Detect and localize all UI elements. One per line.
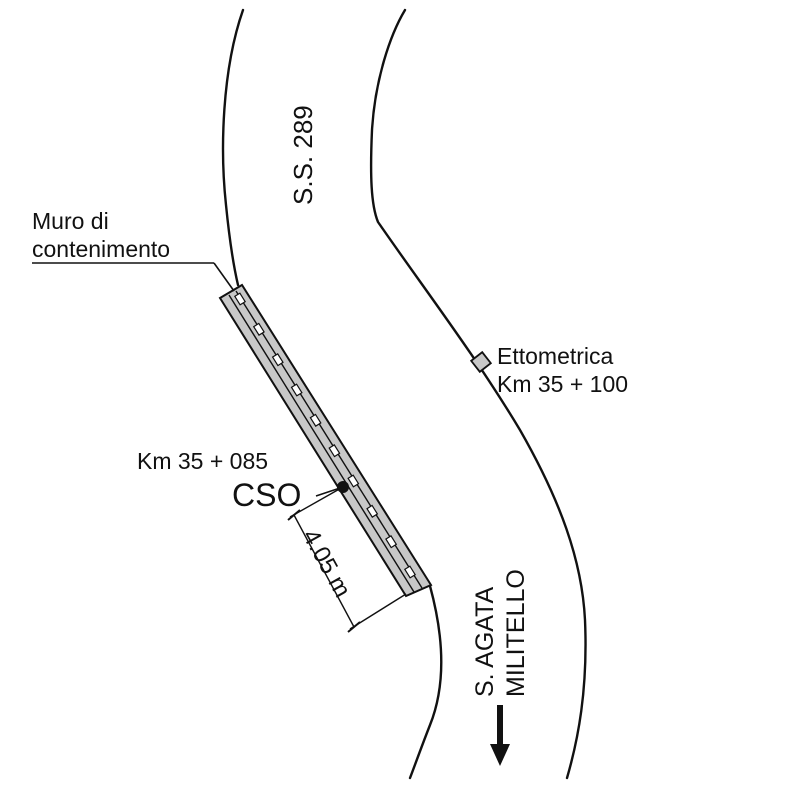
dimension-tick-bottom <box>347 621 361 633</box>
wall-post <box>403 565 417 579</box>
road-left-edge-lower <box>408 584 443 780</box>
cso-km-label: Km 35 + 085 <box>137 448 268 474</box>
wall-post <box>347 474 360 488</box>
cso-label: CSO <box>232 477 301 513</box>
dimension-tick-top <box>287 509 301 521</box>
wall-post <box>328 444 341 458</box>
wall-post <box>252 322 265 336</box>
marker-label-line1: Ettometrica <box>497 343 614 369</box>
wall-label-line2: contenimento <box>32 236 170 262</box>
direction-line2: MILITELLO <box>502 569 530 697</box>
marker-label-line2: Km 35 + 100 <box>497 371 628 397</box>
wall-posts <box>233 292 417 579</box>
direction-line1: S. AGATA <box>471 586 499 697</box>
dimension-text: 4.05 m <box>297 525 356 602</box>
wall-label-leader <box>213 262 235 292</box>
wall-post <box>271 353 284 367</box>
retaining-wall <box>218 283 433 598</box>
arrow-down-icon <box>490 705 510 766</box>
hectometre-marker <box>469 350 493 374</box>
wall-post <box>385 535 398 549</box>
road-left-edge-upper <box>221 8 245 287</box>
wall-post <box>233 292 247 306</box>
road-name: S.S. 289 <box>288 105 318 205</box>
wall-inner-line-b <box>228 294 415 593</box>
wall-post <box>290 383 303 397</box>
dimension-line <box>293 514 355 628</box>
wall-post <box>309 413 322 427</box>
wall-label-line1: Muro di <box>32 208 109 234</box>
wall-post <box>366 504 379 518</box>
